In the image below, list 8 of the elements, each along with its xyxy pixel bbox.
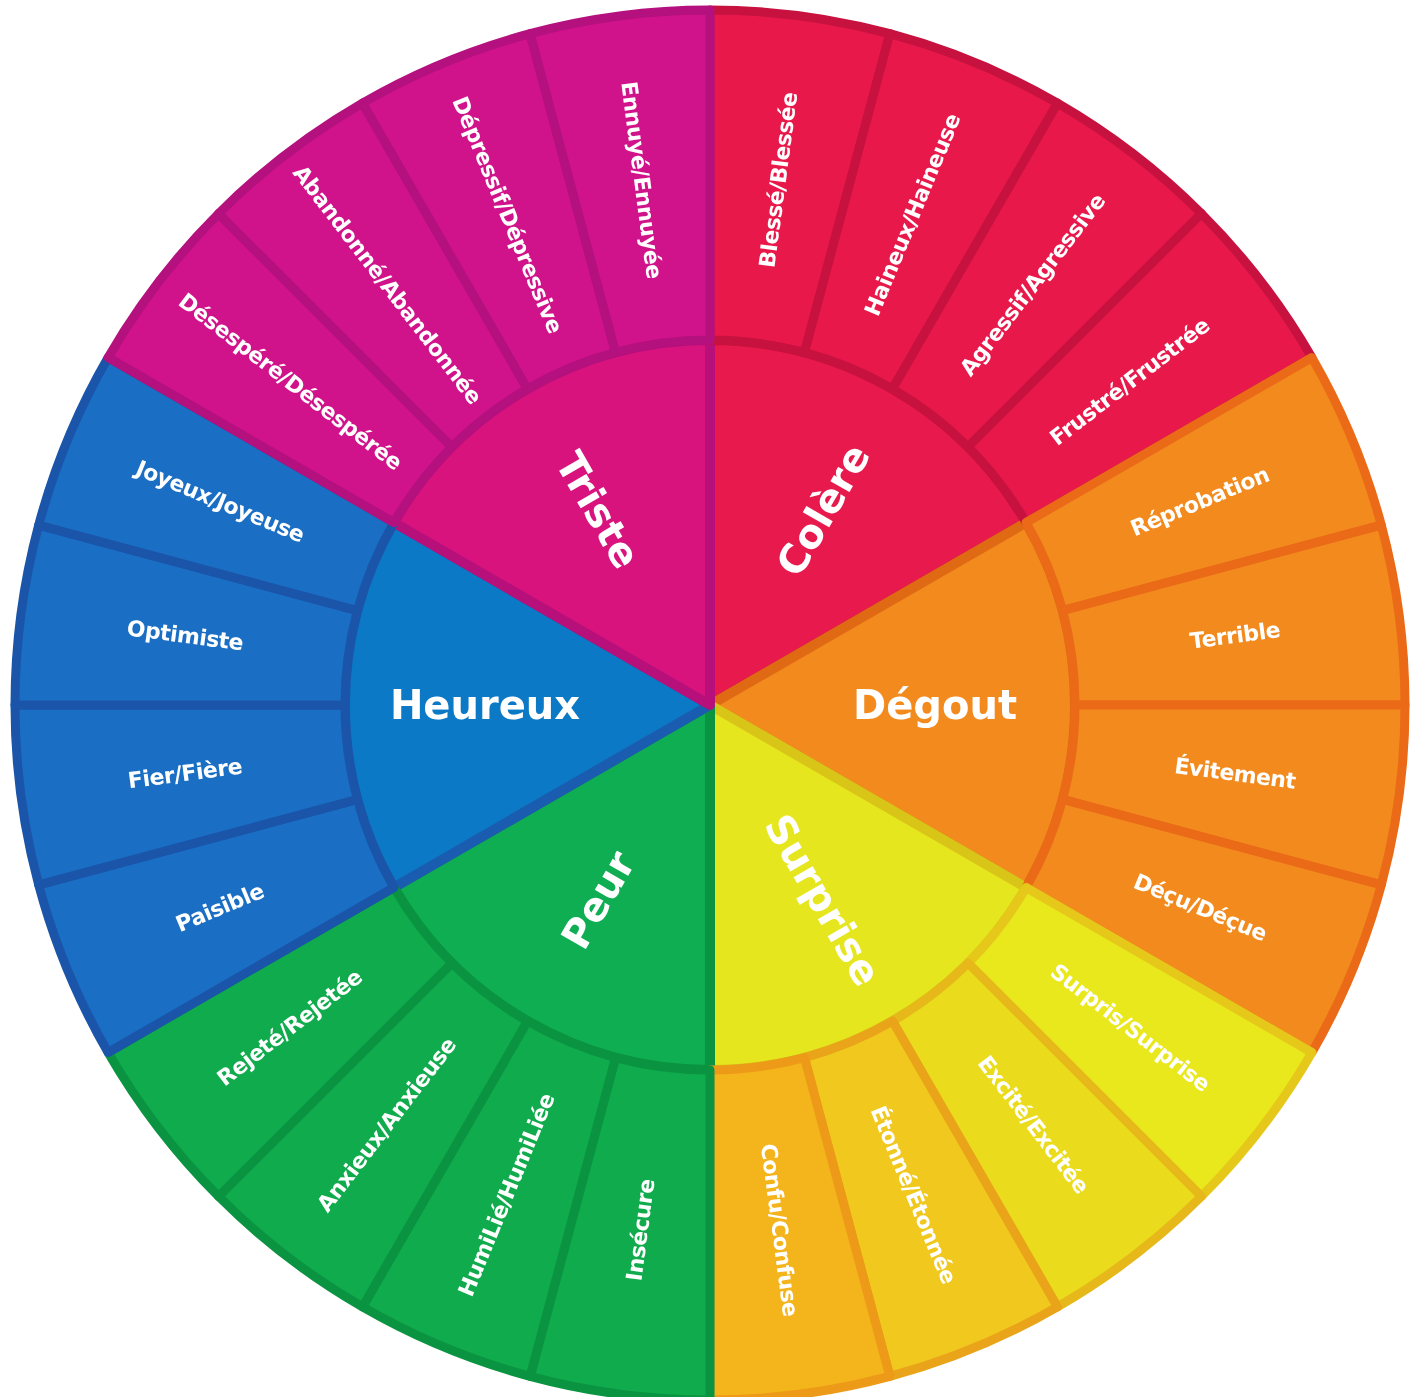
emotion-label: Heureux bbox=[389, 683, 581, 727]
sub-emotion-label: Fier/Fière bbox=[126, 754, 243, 794]
sub-emotion-label: Terrible bbox=[1189, 617, 1282, 654]
emotion-label: Dégout bbox=[853, 683, 1017, 727]
sub-emotion-label: Confu/Confuse bbox=[755, 1142, 803, 1319]
sub-emotion-label: Optimiste bbox=[124, 616, 245, 656]
sub-emotion-label: Insécure bbox=[622, 1178, 660, 1283]
sub-emotion-label: Évitement bbox=[1173, 754, 1298, 795]
